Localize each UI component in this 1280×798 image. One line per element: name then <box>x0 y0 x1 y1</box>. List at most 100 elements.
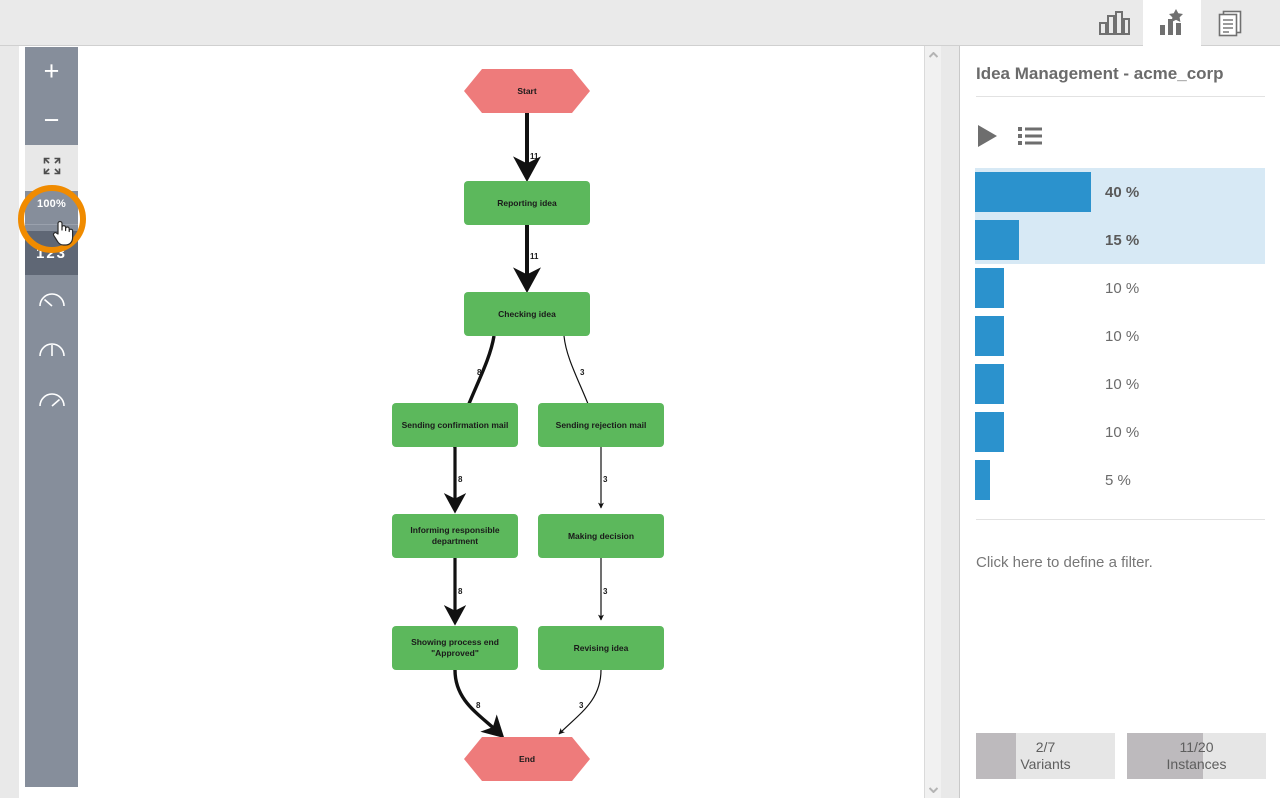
instances-counter[interactable]: 11/20 Instances <box>1127 733 1266 779</box>
edge-label: 11 <box>530 252 539 261</box>
variant-bar <box>975 268 1004 308</box>
toolbar-divider <box>25 224 78 225</box>
diagram-nodes: Start Reporting idea Checking idea <box>392 69 664 781</box>
variant-bar <box>975 364 1004 404</box>
node-sending-rejection-mail[interactable]: Sending rejection mail <box>538 403 664 447</box>
node-label: Start <box>517 86 537 96</box>
tab-documents[interactable] <box>1201 0 1259 46</box>
play-icon[interactable] <box>976 124 998 153</box>
list-icon[interactable] <box>1018 126 1042 151</box>
variant-bar <box>975 220 1019 260</box>
variant-row[interactable]: 10 % <box>975 264 1265 312</box>
gauge-mid-button[interactable] <box>25 327 78 375</box>
variants-panel: Idea Management - acme_corp 40 % <box>961 46 1280 798</box>
node-making-decision[interactable]: Making decision <box>538 514 664 558</box>
fit-screen-icon <box>41 155 63 182</box>
zoom-out-button[interactable]: − <box>43 105 60 135</box>
diagram-edge-labels: 11 11 8 3 8 3 8 3 8 3 <box>458 152 608 710</box>
edge-label: 3 <box>580 368 585 377</box>
variant-row[interactable]: 5 % <box>975 456 1265 504</box>
bar-chart-star-icon <box>1157 9 1187 37</box>
scroll-down-icon[interactable] <box>925 781 942 798</box>
edge-label: 3 <box>579 701 584 710</box>
variant-row[interactable]: 15 % <box>975 216 1265 264</box>
diagram-edges <box>443 113 604 739</box>
node-checking-idea[interactable]: Checking idea <box>464 292 590 336</box>
variant-row[interactable]: 10 % <box>975 360 1265 408</box>
node-label-line2: "Approved" <box>431 648 479 658</box>
diagram-canvas-area: 11 11 8 3 8 3 8 3 8 3 Start <box>0 46 960 798</box>
process-flow-diagram: 11 11 8 3 8 3 8 3 8 3 Start <box>392 69 664 781</box>
documents-icon <box>1216 9 1244 37</box>
node-label-line2: department <box>432 536 478 546</box>
variant-row[interactable]: 40 % <box>975 168 1265 216</box>
edge-label: 3 <box>603 587 608 596</box>
edge-label: 8 <box>476 701 481 710</box>
panel-counters: 2/7 Variants 11/20 Instances <box>976 733 1266 779</box>
panel-action-icons <box>976 124 1042 153</box>
node-label: Checking idea <box>498 309 556 319</box>
tab-process-variants[interactable] <box>1143 0 1201 46</box>
gauge-mid-icon <box>38 340 66 363</box>
panel-divider-top <box>976 96 1265 97</box>
node-informing-responsible-department[interactable]: Informing responsible department <box>392 514 518 558</box>
variant-percentage: 10 % <box>1105 423 1140 441</box>
node-sending-confirmation-mail[interactable]: Sending confirmation mail <box>392 403 518 447</box>
node-label: Sending confirmation mail <box>402 420 509 430</box>
fit-to-screen-button[interactable] <box>25 145 78 191</box>
node-end[interactable]: End <box>464 737 590 781</box>
gauge-high-button[interactable] <box>25 377 78 425</box>
variants-counter-value: 2/7 <box>1035 739 1056 755</box>
node-reporting-idea[interactable]: Reporting idea <box>464 181 590 225</box>
instances-counter-value: 11/20 <box>1179 739 1214 755</box>
variant-percentage: 40 % <box>1105 183 1140 201</box>
edge-label: 8 <box>458 587 463 596</box>
node-showing-process-end-approved[interactable]: Showing process end "Approved" <box>392 626 518 670</box>
variant-percentage: 5 % <box>1105 471 1131 489</box>
edge-approved-end <box>453 669 505 739</box>
top-bar <box>0 0 1280 46</box>
edge-label: 3 <box>603 475 608 484</box>
zoom-in-button[interactable]: + <box>43 56 60 86</box>
variant-bar <box>975 412 1004 452</box>
numbers-toggle-button[interactable]: 123 <box>25 231 78 275</box>
node-start[interactable]: Start <box>464 69 590 113</box>
node-label: Sending rejection mail <box>556 420 647 430</box>
variant-percentage: 15 % <box>1105 231 1140 249</box>
variant-bar <box>975 316 1004 356</box>
gauge-high-icon <box>38 390 66 413</box>
canvas-vertical-scrollbar[interactable] <box>924 46 941 798</box>
node-label-line1: Showing process end <box>411 637 499 647</box>
panel-divider-bottom <box>976 519 1265 520</box>
variant-bar <box>975 460 990 500</box>
instances-counter-unit: Instances <box>1166 756 1227 772</box>
variant-percentage: 10 % <box>1105 375 1140 393</box>
node-label: Reporting idea <box>497 198 557 208</box>
node-label-line1: Informing responsible <box>410 525 500 535</box>
edge-label: 8 <box>458 475 463 484</box>
variants-counter-fill <box>976 733 1016 779</box>
edge-label: 8 <box>477 368 482 377</box>
define-filter-link[interactable]: Click here to define a filter. <box>976 554 1153 571</box>
diagram-canvas[interactable]: 11 11 8 3 8 3 8 3 8 3 Start <box>19 46 941 798</box>
variant-row[interactable]: 10 % <box>975 312 1265 360</box>
node-label: Revising idea <box>574 643 629 653</box>
edge-revising-end <box>558 669 602 735</box>
tab-process-overview[interactable] <box>1085 0 1143 46</box>
view-tabs <box>1085 0 1259 46</box>
variants-counter[interactable]: 2/7 Variants <box>976 733 1115 779</box>
variant-bar-list: 40 % 15 % 10 % 10 % 10 % 10 % <box>975 168 1265 504</box>
node-label: Making decision <box>568 531 634 541</box>
variant-row[interactable]: 10 % <box>975 408 1265 456</box>
gauge-low-icon <box>38 290 66 313</box>
variant-percentage: 10 % <box>1105 327 1140 345</box>
gauge-low-button[interactable] <box>25 277 78 325</box>
panel-title: Idea Management - acme_corp <box>976 64 1224 83</box>
variant-percentage: 10 % <box>1105 279 1140 297</box>
zoom-toolbar: + − 100% 123 <box>25 47 78 787</box>
variants-counter-unit: Variants <box>1020 756 1071 772</box>
node-label: End <box>519 754 535 764</box>
scroll-up-icon[interactable] <box>925 46 942 63</box>
node-revising-idea[interactable]: Revising idea <box>538 626 664 670</box>
